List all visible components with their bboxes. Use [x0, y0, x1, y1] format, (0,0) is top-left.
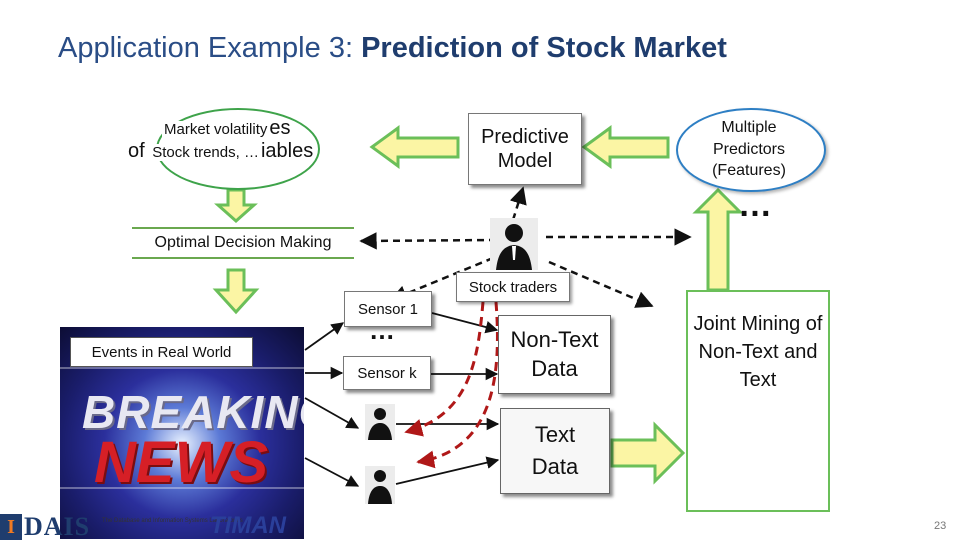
joint-mining-box: [686, 290, 830, 512]
dashed-trader-to-joint: [548, 260, 654, 308]
sensor-k-box: Sensor k: [343, 356, 431, 390]
person-icon-2: [365, 466, 395, 504]
stock-trader-icon: [490, 218, 538, 270]
predictive-model-box: Predictive Model: [468, 113, 582, 185]
arrow-sensor1-to-nontext: [431, 312, 499, 334]
optimal-decision-box: Optimal Decision Making: [132, 227, 354, 259]
news-word-news: NEWS: [94, 430, 268, 495]
sensor-ellipsis: …: [369, 315, 395, 345]
dais-logo: DAIS: [24, 512, 91, 540]
red-dashed-curve-1: [404, 301, 485, 437]
block-arrow-model-to-ellipse: [369, 125, 460, 169]
arrow-events-to-person1: [304, 397, 360, 429]
block-arrow-decision-to-events: [212, 268, 260, 315]
sensor-1-box: Sensor 1: [344, 291, 432, 327]
dais-subtitle: The Database and Information Systems Lab…: [102, 518, 243, 524]
block-arrow-predictors-to-model: [581, 125, 670, 169]
person-glyph: [496, 224, 532, 270]
page-number: 23: [934, 520, 947, 532]
non-text-data-box: Non-Text Data: [498, 315, 611, 394]
arrow-person2-to-text: [395, 456, 500, 485]
news-word-breaking: BREAKING: [82, 386, 304, 438]
block-arrow-ellipse-to-decision: [214, 188, 258, 224]
red-dashed-curve-2: [416, 301, 499, 469]
person-glyph-2: [368, 470, 392, 504]
stock-traders-label: Stock traders: [456, 272, 570, 302]
arrow-events-to-person2: [304, 457, 360, 487]
multiple-predictors-label: Multiple Predictors (Features): [712, 119, 786, 180]
joint-mining-label: Joint Mining of Non-Text and Text: [693, 313, 823, 391]
multiple-predictors-ellipse: [676, 108, 826, 192]
dashed-trader-to-model: [509, 186, 527, 221]
text-data-box: Text Data: [500, 408, 610, 494]
predictors-ellipsis: …: [738, 186, 772, 224]
person-icon-1: [365, 404, 395, 440]
illinois-logo: I: [0, 514, 22, 540]
dashed-trader-to-sensor1: [389, 256, 494, 303]
block-arrow-joint-to-predictors: [692, 187, 744, 292]
dashed-trader-to-decision: [359, 232, 497, 250]
events-label: Events in Real World: [70, 337, 253, 367]
timan-logo: TIMAN: [210, 512, 286, 539]
person-glyph-1: [368, 408, 392, 440]
block-arrow-data-to-joint: [610, 421, 686, 485]
ellipse-line2: of Stock trends, …iables: [128, 140, 314, 162]
arrow-events-to-sensor1: [304, 322, 345, 351]
slide-title: Application Example 3: Prediction of Sto…: [58, 32, 727, 64]
